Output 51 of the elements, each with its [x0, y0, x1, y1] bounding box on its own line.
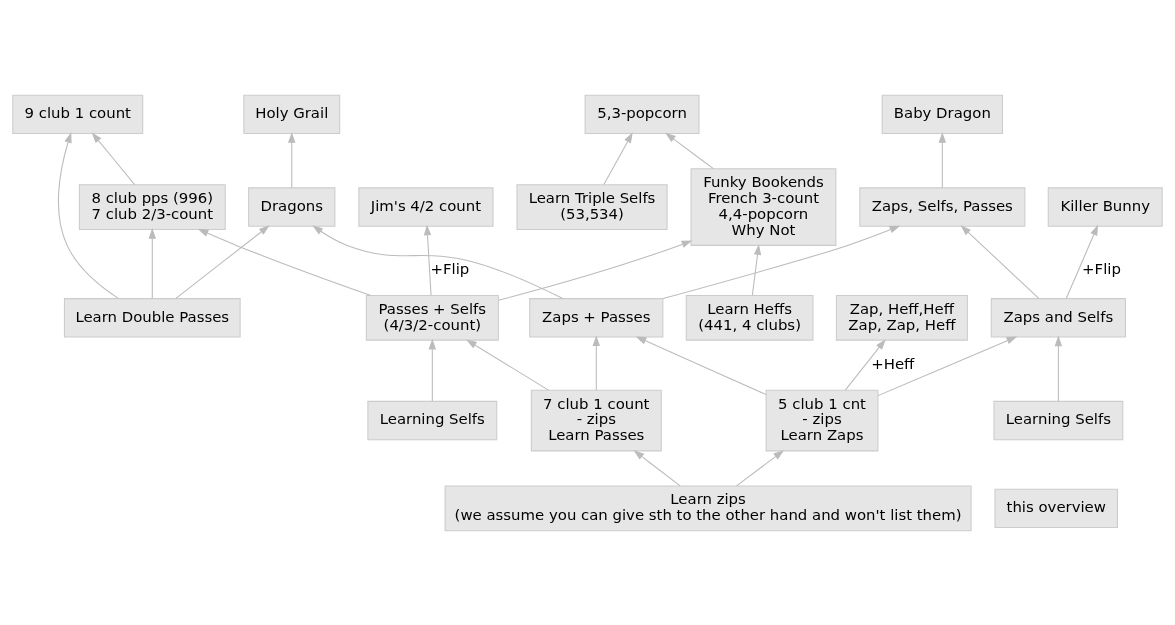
arrow — [633, 449, 681, 486]
node-box: Learning Selfs — [993, 400, 1124, 440]
arrow — [736, 449, 785, 486]
node-box: Dragons — [248, 186, 336, 227]
node-box: Killer Bunny — [1047, 186, 1163, 227]
arrow — [148, 227, 156, 299]
arrow — [288, 131, 296, 188]
arrow — [466, 339, 549, 391]
node-box: Learn Heffs (441, 4 clubs) — [685, 294, 814, 341]
arrow — [960, 224, 1040, 299]
node-box: this overview — [994, 488, 1118, 528]
node-box: Learn zips (we assume you can give sth to the other hand and won't list them) — [444, 485, 972, 531]
edge-label: +Flip — [430, 259, 470, 278]
node-box: Zap, Heff,Heff Zap, Zap, Heff — [835, 294, 968, 341]
node-box: 8 club pps (996) 7 club 2/3-count — [78, 183, 226, 230]
arrow — [635, 335, 767, 395]
node-box: 9 club 1 count — [12, 94, 144, 134]
arrow — [197, 228, 371, 296]
node-box: Baby Dragon — [881, 94, 1003, 134]
arrow — [428, 338, 437, 402]
edge-label: +Heff — [871, 354, 915, 373]
node-box: 5,3-popcorn — [584, 94, 700, 134]
arrow — [1054, 335, 1063, 402]
arrow — [175, 224, 270, 299]
arrow — [938, 131, 947, 188]
node-box: 7 club 1 count - zips Learn Passes — [530, 389, 662, 451]
edge-label: +Flip — [1082, 259, 1121, 278]
arrow — [57, 131, 119, 299]
arrow — [665, 132, 714, 169]
node-box: Learn Double Passes — [63, 297, 241, 337]
node-box: 5 club 1 cnt - zips Learn Zaps — [765, 389, 879, 451]
arrow — [592, 334, 600, 391]
arrow — [1065, 224, 1099, 299]
node-box: Jim's 4/2 count — [358, 186, 494, 227]
arrow — [312, 224, 564, 299]
arrow — [423, 224, 432, 296]
arrow — [844, 338, 886, 391]
arrow — [603, 131, 633, 185]
node-box: Holy Grail — [243, 94, 341, 134]
arrow — [662, 225, 901, 299]
arrow — [751, 243, 762, 296]
arrow — [498, 239, 693, 301]
arrow — [91, 132, 136, 185]
node-box: Learn Triple Selfs (53,534) — [516, 183, 668, 230]
node-box: Zaps + Passes — [529, 297, 664, 337]
node-box: Funky Bookends French 3-count 4,4-popcorn Why Not — [690, 167, 837, 246]
node-box: Zaps and Selfs — [990, 297, 1126, 337]
node-box: Passes + Selfs (4/3/2-count) — [365, 294, 499, 341]
node-box: Learning Selfs — [367, 400, 498, 440]
node-box: Zaps, Selfs, Passes — [859, 186, 1026, 227]
arrow — [877, 335, 1018, 396]
